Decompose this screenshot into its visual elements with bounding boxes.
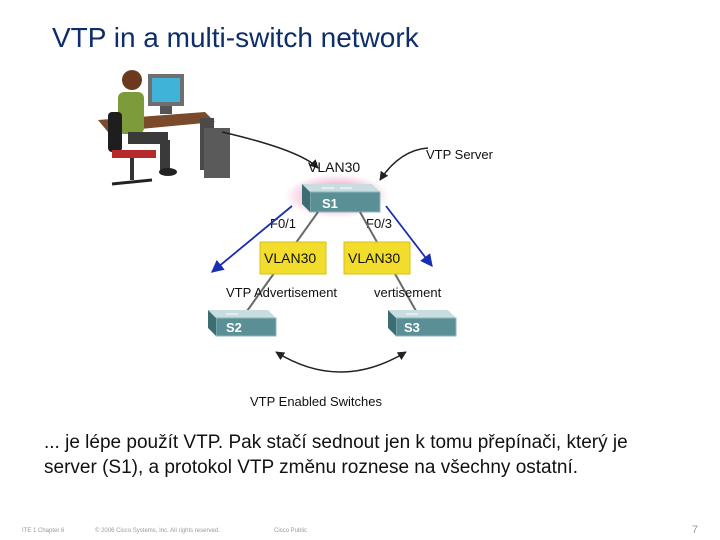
port-left-label: F0/1 [270, 216, 296, 231]
switch-s3: S3 [388, 310, 457, 337]
propagation-arrow-right [385, 205, 433, 267]
switch-s3-label: S3 [404, 320, 420, 335]
server-label-arrow [379, 147, 429, 181]
vtp-network-diagram: VTP Server VLAN30 S1 F0/1 F0/3 VLAN30 VL… [98, 70, 494, 409]
vlan-tag-left: VLAN30 [259, 241, 327, 275]
vtp-server-label: VTP Server [426, 147, 494, 162]
footer-chapter: ITE 1 Chapter 6 [22, 528, 65, 534]
advertisement-label: VTP Advertisement [226, 285, 337, 300]
port-right-label: F0/3 [366, 216, 392, 231]
switch-s1-label: S1 [322, 196, 338, 211]
slide-body-text: ... je lépe použít VTP. Pak stačí sednou… [44, 432, 628, 478]
vlan-tag-left-label: VLAN30 [264, 250, 316, 266]
enabled-switches-bracket [275, 351, 407, 373]
enabled-switches-label: VTP Enabled Switches [250, 394, 382, 409]
vlan-tag-right: VLAN30 [343, 241, 411, 275]
vlan-tag-right-label: VLAN30 [348, 250, 400, 266]
propagation-arrow-left [211, 205, 293, 273]
footer-copyright: © 2006 Cisco Systems, Inc. All rights re… [95, 528, 220, 534]
switch-s1: S1 [285, 174, 389, 218]
admin-to-server-arrow [221, 131, 319, 169]
switch-s2: S2 [208, 310, 277, 337]
slide-title: VTP in a multi-switch network [52, 22, 419, 53]
page-number: 7 [691, 524, 698, 536]
switch-s2-label: S2 [226, 320, 242, 335]
advertisement-label-overlap: vertisement [374, 285, 442, 300]
admin-workstation-illustration [98, 70, 230, 186]
server-vlan-label: VLAN30 [308, 159, 360, 175]
footer-classification: Cisco Public [274, 528, 308, 534]
